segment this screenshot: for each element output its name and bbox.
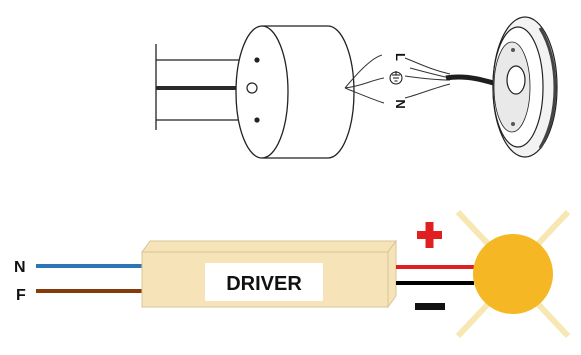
- fixture-lead-2: [404, 75, 451, 81]
- lamp-icon: [455, 209, 571, 339]
- fixture-screw-top: [511, 48, 515, 52]
- wall-wires: [155, 44, 254, 130]
- screw-upper: [254, 57, 260, 63]
- ground-terminal-icon: [389, 71, 403, 85]
- fixture-center-hole: [506, 65, 526, 95]
- live-terminal-label: L: [393, 53, 408, 61]
- lamp-bulb: [473, 234, 553, 314]
- wire-to-neutral: [344, 87, 385, 104]
- cylinder-front-face: [235, 25, 289, 159]
- driver-box-side: [387, 239, 397, 309]
- neutral-input-label: N: [14, 259, 26, 276]
- ceiling-fixture: [492, 16, 558, 158]
- fixture-screw-bottom: [511, 122, 515, 126]
- face-screws: [246, 57, 260, 123]
- negative-sign: [415, 303, 445, 310]
- driver-label: DRIVER: [226, 273, 302, 295]
- lamp-rays: [455, 209, 571, 339]
- feed-input-label: F: [16, 287, 26, 304]
- connection-wires: [344, 54, 451, 104]
- driver-box: DRIVER: [141, 239, 397, 309]
- driver-label-panel: [205, 263, 323, 301]
- fixture-lead-3: [404, 83, 451, 99]
- fixture-edge-shadow: [538, 27, 557, 149]
- neutral-terminal-label: N: [393, 99, 408, 108]
- fixture-lead-1: [404, 57, 451, 75]
- bottom-driver-diagram: N F DRIVER: [14, 209, 571, 339]
- positive-sign: [417, 222, 442, 248]
- wire-to-live: [344, 54, 383, 89]
- driver-box-top: [141, 240, 397, 253]
- top-installation-drawing: L N: [155, 16, 558, 159]
- junction-box-cylinder: [235, 25, 355, 159]
- screw-lower: [254, 117, 260, 123]
- wire-to-ground: [344, 77, 385, 89]
- center-terminal: [246, 82, 258, 94]
